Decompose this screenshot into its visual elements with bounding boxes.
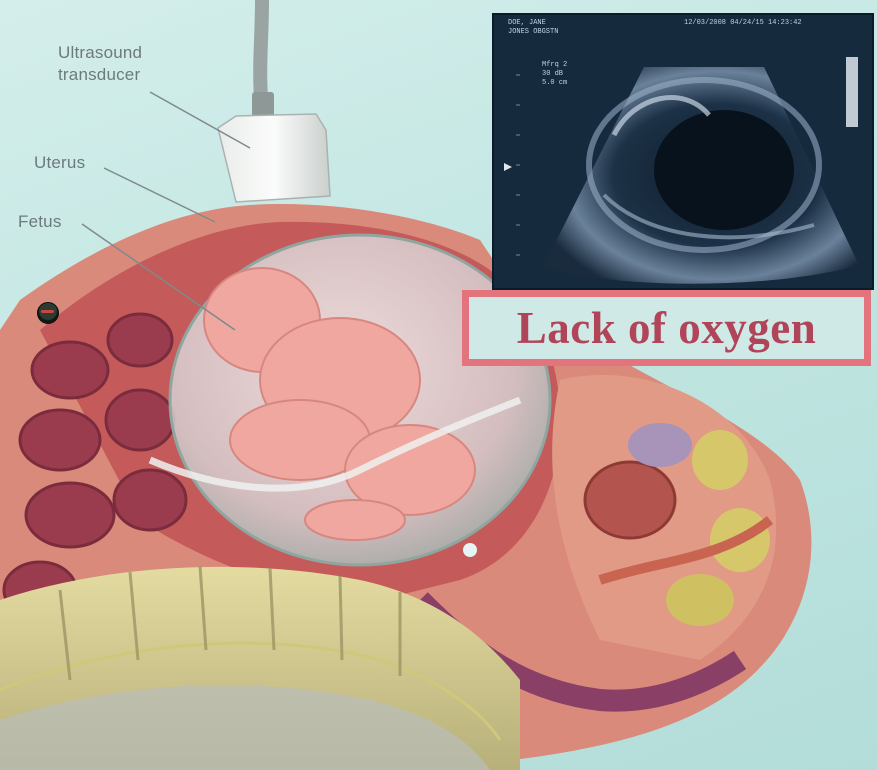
label-ultrasound-transducer: Ultrasound transducer <box>58 42 198 86</box>
transducer-head <box>218 114 330 202</box>
scan-param: 5.0 cm <box>542 79 567 88</box>
transducer-neck <box>252 92 274 118</box>
scan-param: Mfrq 2 <box>542 61 567 70</box>
placenta-marker <box>463 543 477 557</box>
scan-patient-name: DOE, JANE <box>508 19 546 28</box>
label-uterus: Uterus <box>34 152 85 174</box>
label-fetus: Fetus <box>18 211 62 233</box>
ultrasound-fan-image <box>494 15 872 288</box>
ultrasound-scan-image: DOE, JANE JONES OBGSTN 12/03/2008 04/24/… <box>492 13 874 290</box>
transducer-group <box>218 0 330 202</box>
banner-title: Lack of oxygen <box>517 302 817 354</box>
scan-date-time: 12/03/2008 04/24/15 14:23:42 <box>684 19 802 28</box>
scan-parameters: Mfrq 2 30 dB 5.0 cm <box>542 61 567 88</box>
scan-clinic-id: JONES OBGSTN <box>508 28 558 37</box>
recording-dot-icon <box>37 302 59 324</box>
scan-param: 30 dB <box>542 70 567 79</box>
lack-of-oxygen-banner: Lack of oxygen <box>462 290 871 366</box>
